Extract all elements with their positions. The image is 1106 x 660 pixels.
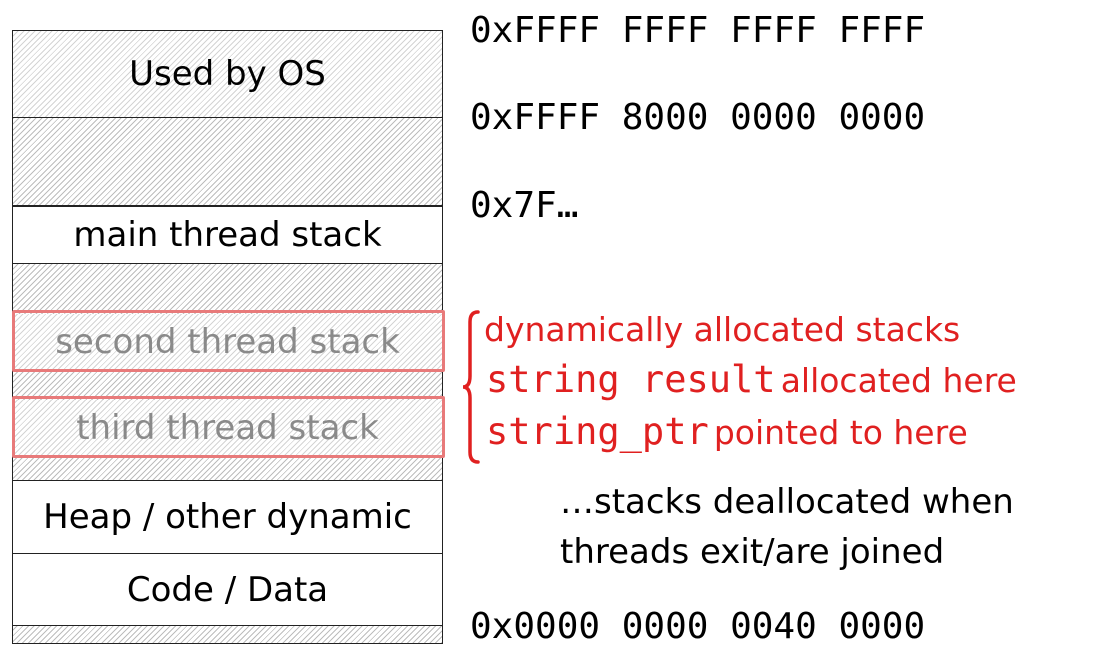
curly-brace-icon xyxy=(462,310,480,464)
annotation-code-result: string result xyxy=(486,358,776,401)
annotation-text-pointed: pointed to here xyxy=(713,413,968,452)
second-thread-stack-label: second thread stack xyxy=(55,322,400,362)
os-region: Used by OS xyxy=(12,30,443,118)
annotation-line-2: string result allocated here xyxy=(486,358,1017,401)
address-top: 0xFFFF FFFF FFFF FFFF xyxy=(470,10,926,51)
heap-region: Heap / other dynamic xyxy=(12,480,443,554)
main-thread-stack-label: main thread stack xyxy=(73,215,382,255)
note-line-2: threads exit/are joined xyxy=(560,532,945,572)
annotation-line-3: string_ptr pointed to here xyxy=(486,410,968,453)
third-stack-highlight xyxy=(12,396,445,458)
address-stack-region: 0x7F… xyxy=(470,185,579,226)
os-region-label: Used by OS xyxy=(129,54,326,94)
code-data-region: Code / Data xyxy=(12,554,443,626)
note-line-1: …stacks deallocated when xyxy=(560,482,1014,522)
annotation-text-allocated: allocated here xyxy=(780,361,1017,400)
annotation-line-1: dynamically allocated stacks xyxy=(484,310,961,349)
second-stack-highlight xyxy=(12,310,445,372)
unused-gap-bottom xyxy=(12,626,443,644)
memory-layout-column: Used by OS main thread stack second thre… xyxy=(12,30,443,644)
third-thread-stack-label: third thread stack xyxy=(76,408,379,448)
address-code-base: 0x0000 0000 0040 0000 xyxy=(470,606,926,647)
code-data-region-label: Code / Data xyxy=(126,569,329,610)
unused-gap-upper xyxy=(12,118,443,206)
third-thread-stack-region: third thread stack xyxy=(12,400,443,456)
main-thread-stack-region: main thread stack xyxy=(12,206,443,264)
second-thread-stack-region: second thread stack xyxy=(12,314,443,370)
address-kernel-base: 0xFFFF 8000 0000 0000 xyxy=(470,97,926,138)
heap-region-label: Heap / other dynamic xyxy=(43,497,412,537)
annotation-code-ptr: string_ptr xyxy=(486,410,709,453)
